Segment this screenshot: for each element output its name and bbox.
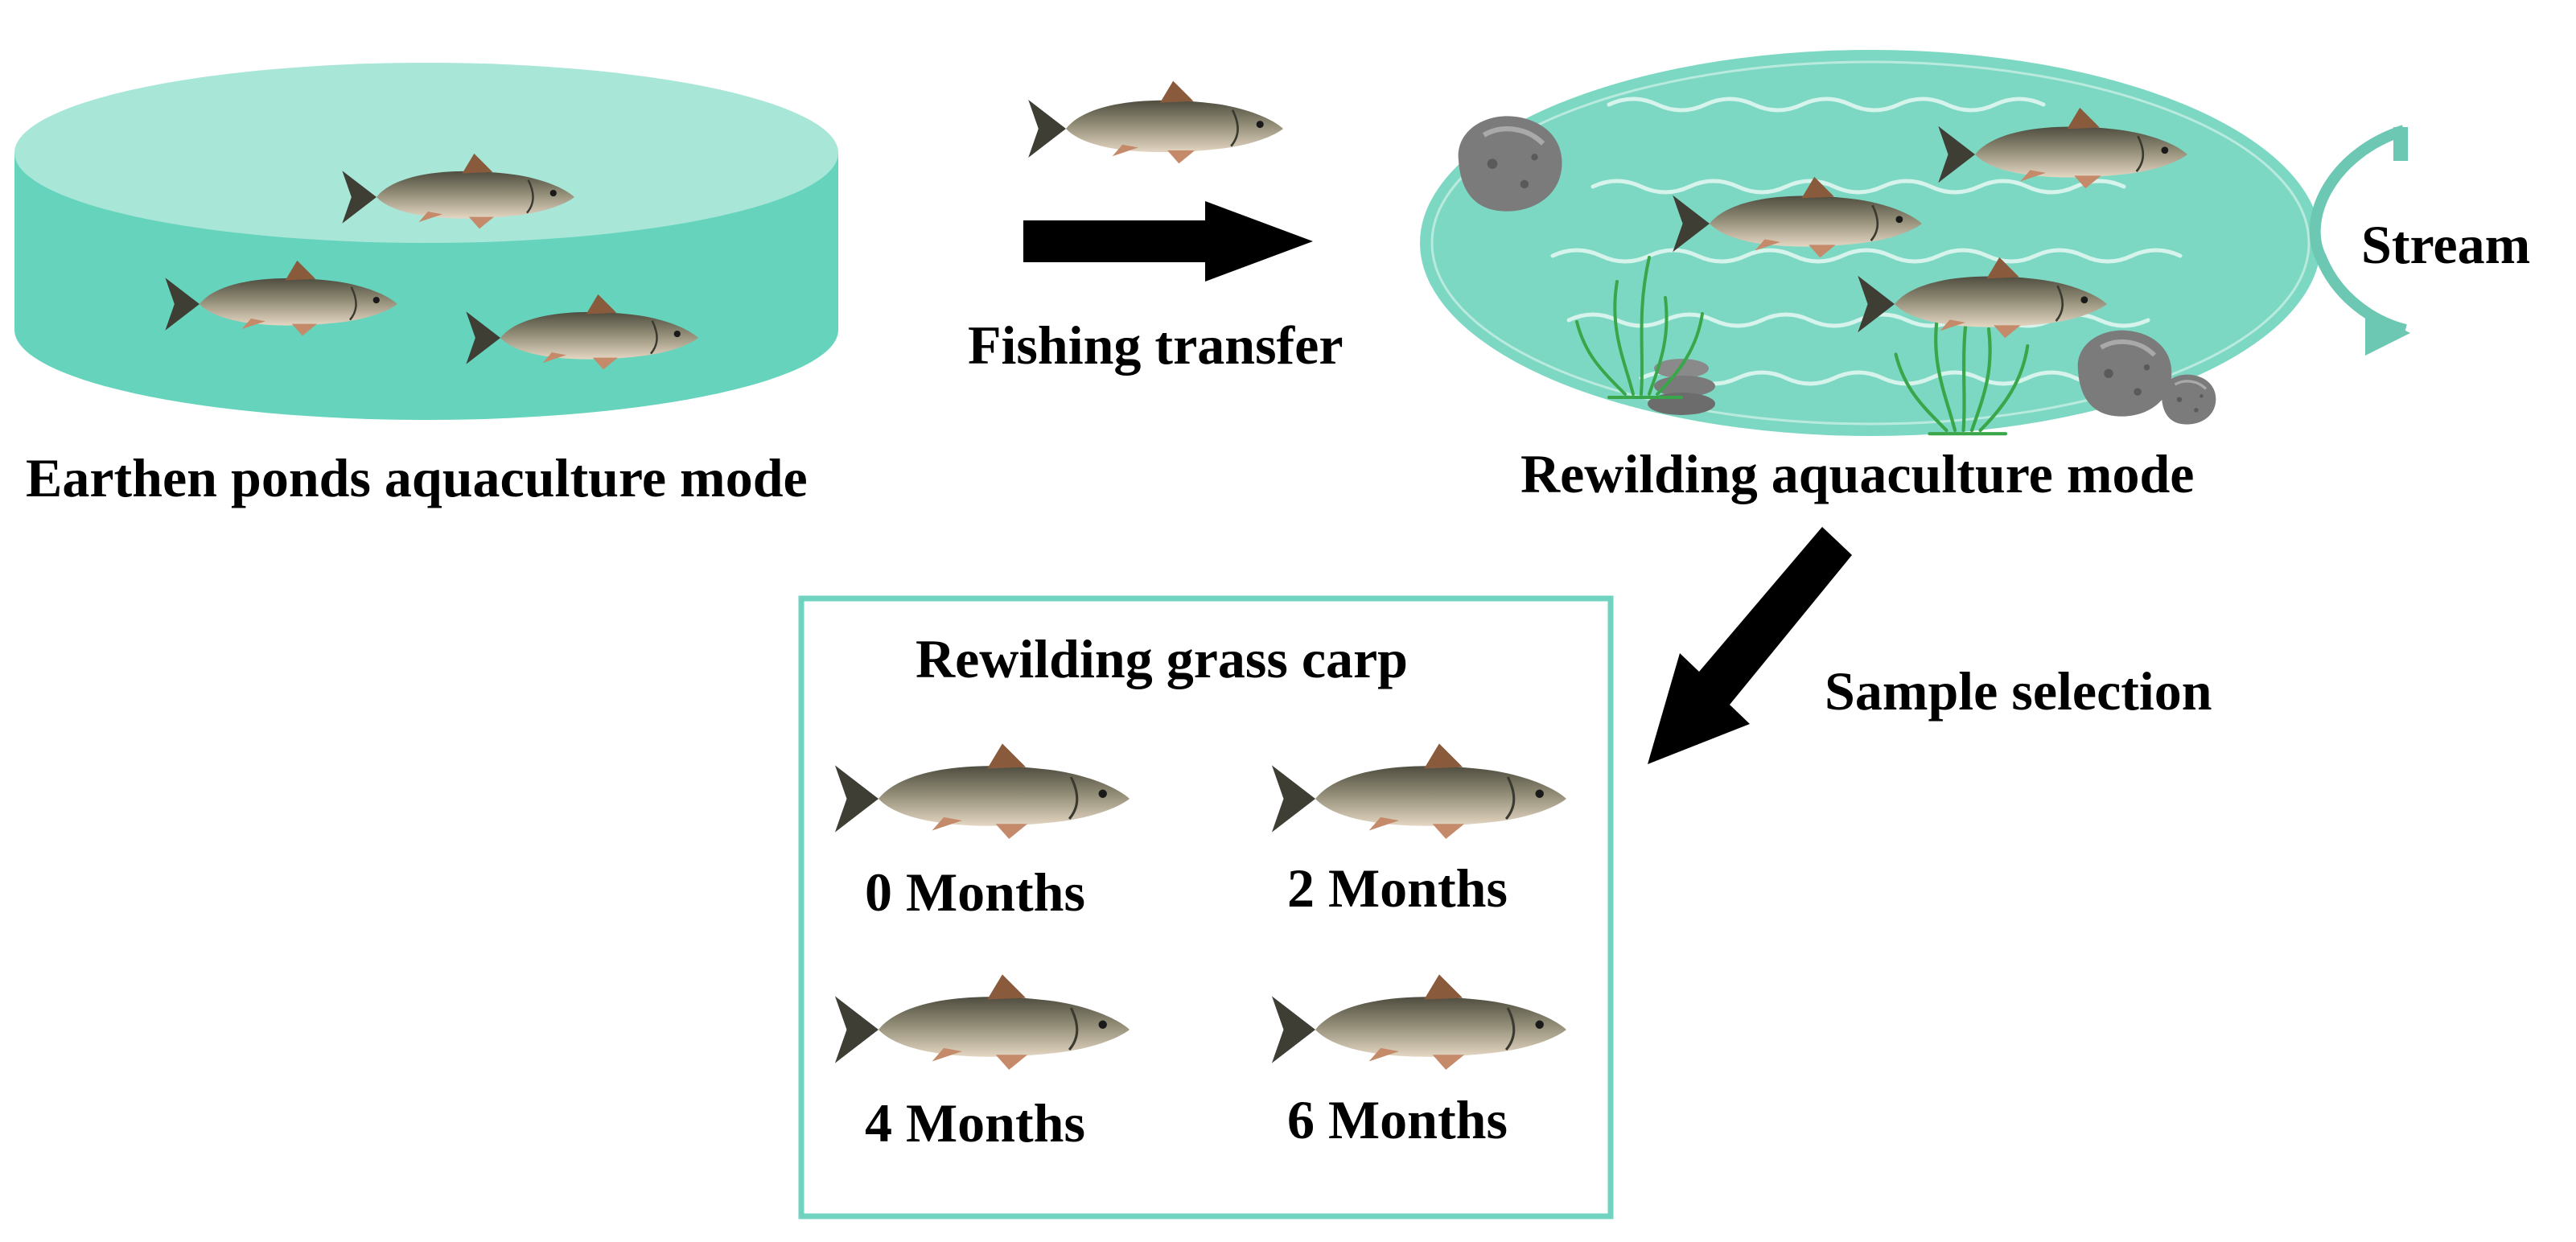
fish-icon bbox=[1027, 80, 1285, 165]
sample-box-frame bbox=[798, 595, 1614, 1219]
month-label-4: 4 Months bbox=[865, 1092, 1085, 1154]
stream-arrow-icon bbox=[2309, 125, 2410, 356]
arrow-right-icon bbox=[1023, 201, 1313, 282]
sample-selection-label: Sample selection bbox=[1825, 660, 2212, 722]
rock-icon bbox=[1459, 116, 1562, 211]
arrow-down-left-icon bbox=[1648, 527, 1852, 764]
rewilding-mode-label: Rewilding aquaculture mode bbox=[1520, 443, 2195, 504]
month-label-6: 6 Months bbox=[1287, 1089, 1508, 1150]
fishing-transfer-label: Fishing transfer bbox=[968, 315, 1344, 376]
earthen-pond bbox=[14, 63, 838, 420]
rock-icon bbox=[2160, 372, 2217, 426]
rock-icon bbox=[2078, 331, 2172, 417]
stream-label: Stream bbox=[2361, 214, 2531, 275]
earthen-mode-label: Earthen ponds aquaculture mode bbox=[26, 447, 808, 508]
sample-box-title: Rewilding grass carp bbox=[916, 628, 1408, 689]
pond-top bbox=[14, 63, 838, 243]
month-label-0: 0 Months bbox=[865, 862, 1085, 923]
month-label-2: 2 Months bbox=[1287, 857, 1508, 919]
